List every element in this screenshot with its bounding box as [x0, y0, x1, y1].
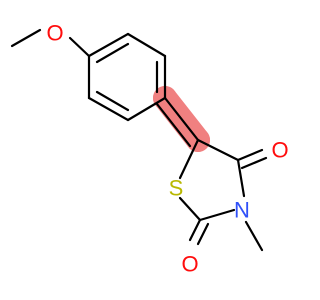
atom-ring-nitrogen: N — [234, 198, 250, 223]
exocyclic-double-bond-a — [163, 96, 200, 142]
atom-carbonyl-oxygen-4: O — [271, 138, 288, 163]
carbonyl-c2-a — [188, 218, 202, 242]
bond-oxygen-aryl — [68, 36, 91, 58]
atom-carbonyl-oxygen-2: O — [181, 252, 198, 277]
bond-n-c4 — [236, 158, 246, 198]
bond-s-c2 — [178, 196, 202, 222]
thiazolidinedione-ring — [178, 138, 246, 222]
benzene-bond-2 — [126, 32, 167, 58]
atom-ring-sulfur: S — [169, 176, 184, 201]
benzene-double-1 — [95, 42, 130, 64]
benzene-ring — [87, 32, 167, 122]
bond-c5-c4 — [196, 138, 240, 162]
bond-n-methyl — [244, 220, 264, 252]
bond-c2-n — [198, 208, 236, 222]
benzene-double-3 — [95, 90, 130, 112]
benzene-bond-5 — [87, 96, 130, 122]
carbonyl-c4-b — [240, 156, 268, 170]
benzene-bond-1 — [87, 32, 130, 58]
atom-methoxy-oxygen: O — [46, 21, 63, 46]
bond-c5-s — [178, 138, 200, 180]
molecule-structure: O S N O O — [10, 21, 289, 277]
carbonyl-c2-b — [196, 222, 210, 246]
bond-methyl-oxygen — [10, 28, 42, 48]
benzene-bond-4 — [126, 96, 167, 122]
molecule-diagram: O S N O O — [10, 21, 289, 277]
exocyclic-double-bond-b — [155, 102, 192, 148]
carbonyl-c4-a — [236, 148, 264, 162]
